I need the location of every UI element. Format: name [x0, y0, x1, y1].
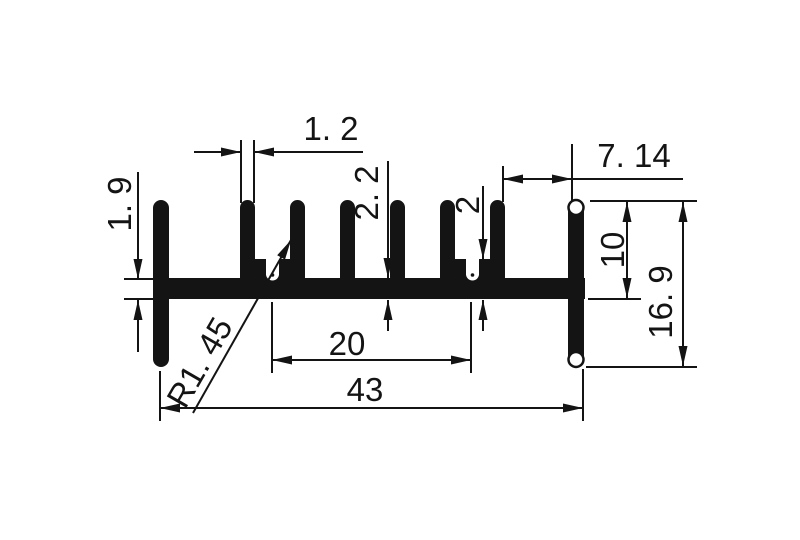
dimension-end-gap: 7. 14: [502, 137, 683, 202]
dimension-label: 2. 2: [348, 165, 385, 220]
dimension-label: 43: [347, 371, 384, 408]
dimension-label: 1. 9: [101, 176, 138, 231]
dimension-label: 1. 2: [303, 110, 358, 147]
dimension-overall-height: 16. 9: [586, 202, 697, 368]
arrowhead: [563, 403, 583, 413]
dimension-base-thickness: 2. 2: [348, 161, 393, 331]
cooling-fin: [390, 200, 405, 285]
arrowhead: [451, 355, 471, 365]
slot-center-mark: [470, 273, 475, 277]
dimension-overall-width: 43: [159, 369, 584, 421]
dimension-base-edge-thickness: 1. 9: [101, 172, 164, 352]
cooling-fin: [440, 200, 455, 285]
right-end-fin: [567, 198, 585, 369]
arrowhead: [221, 147, 241, 157]
dimension-label: 2: [449, 196, 486, 214]
arrowhead: [254, 147, 274, 157]
arrowhead: [383, 258, 393, 278]
arrowhead: [552, 174, 572, 184]
heatsink-profile: [153, 198, 585, 369]
cooling-fin: [290, 200, 305, 285]
arrowhead: [272, 355, 292, 365]
arrowhead: [622, 202, 632, 222]
cooling-fin: [240, 200, 255, 285]
dimension-label: 20: [329, 325, 366, 362]
arrowhead: [160, 403, 180, 413]
base-plate: [155, 278, 585, 299]
arrowhead: [622, 278, 632, 298]
left-end-fin: [153, 200, 169, 367]
radius-label: R1. 45: [159, 311, 240, 414]
cooling-fin: [340, 200, 355, 285]
fin-cap: [567, 350, 585, 369]
dimension-fin-height: 10: [588, 200, 697, 300]
dimension-label: 7. 14: [597, 137, 670, 174]
arrowhead: [678, 202, 688, 222]
arrowhead: [678, 346, 688, 366]
dimension-boss-height: 2: [449, 186, 488, 331]
arrowhead: [478, 239, 488, 259]
arrowhead: [277, 240, 291, 260]
dimension-label: 16. 9: [642, 265, 679, 338]
dimension-fin-width: 1. 2: [194, 110, 363, 203]
arrowhead: [383, 300, 393, 320]
arrowhead: [133, 300, 143, 320]
screw-port-slot: [266, 258, 279, 281]
fin-cap: [567, 198, 585, 217]
screw-port-slot: [466, 258, 479, 281]
arrowhead: [478, 300, 488, 320]
dimension-boss-spacing: 20: [271, 302, 472, 373]
arrowhead: [133, 259, 143, 279]
cooling-fin: [490, 200, 505, 285]
arrowhead: [503, 174, 523, 184]
dimension-label: 10: [594, 232, 631, 269]
leader-line: [192, 239, 292, 414]
